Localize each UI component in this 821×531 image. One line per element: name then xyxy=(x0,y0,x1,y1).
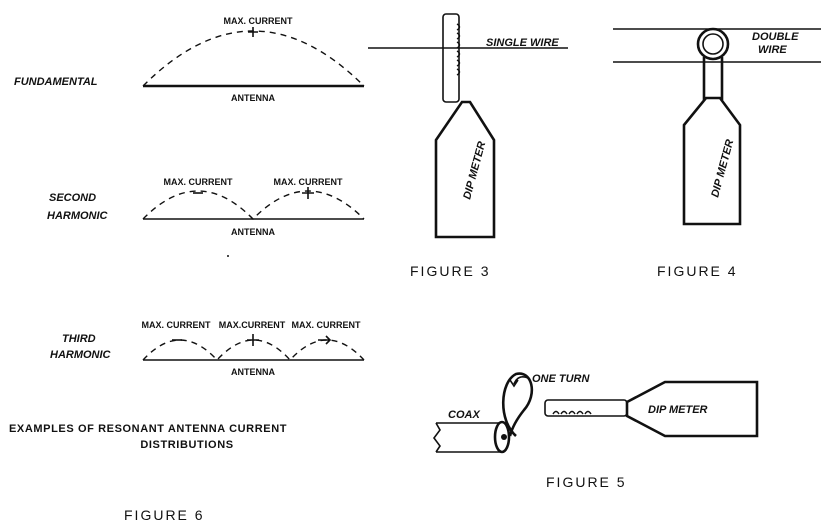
figure5-caption: FIGURE 5 xyxy=(546,474,627,490)
figure4-meter-label: DIP METER xyxy=(709,138,736,199)
figure4-caption: FIGURE 4 xyxy=(657,263,738,279)
figure3-coil-probe xyxy=(442,13,460,103)
second-max-label-2: MAX. CURRENT xyxy=(274,177,344,187)
double-wire-label-line1: DOUBLE xyxy=(752,31,799,43)
figure5-coil-turns xyxy=(552,410,592,415)
third-max-marker-2 xyxy=(247,334,259,346)
stray-dot xyxy=(227,255,229,257)
second-harmonic-diagram: MAX. CURRENT MAX. CURRENT SECOND HARMONI… xyxy=(47,177,365,257)
third-max-label-3: MAX. CURRENT xyxy=(292,320,362,330)
one-turn-loop xyxy=(502,372,534,437)
one-turn-label: ONE TURN xyxy=(532,373,591,385)
fundamental-max-label: MAX. CURRENT xyxy=(224,16,294,26)
coax-end xyxy=(493,420,511,454)
figure4-meter-body xyxy=(682,96,742,226)
second-max-marker-2 xyxy=(302,187,314,199)
second-antenna-label: ANTENNA xyxy=(231,227,275,237)
figure5-meter-label: DIP METER xyxy=(648,404,708,416)
figure3-caption: FIGURE 3 xyxy=(410,263,491,279)
figure3-coil-turns xyxy=(456,23,461,76)
second-current-curve xyxy=(142,190,365,220)
third-label-line1: THIRD xyxy=(62,333,96,345)
figure4-loop-inner xyxy=(702,33,724,55)
fundamental-label: FUNDAMENTAL xyxy=(14,76,98,88)
figure6-description-line2: DISTRIBUTIONS xyxy=(140,439,233,451)
second-label-line1: SECOND xyxy=(49,192,96,204)
figure3-meter-body xyxy=(434,100,496,239)
fundamental-current-curve xyxy=(142,30,365,87)
figure5-meter-body xyxy=(625,380,759,438)
coax-cable xyxy=(433,422,500,453)
second-label-line2: HARMONIC xyxy=(47,210,109,222)
single-wire-label: SINGLE WIRE xyxy=(486,37,559,49)
fundamental-diagram: MAX. CURRENT FUNDAMENTAL ANTENNA xyxy=(14,16,365,103)
coax-center xyxy=(501,434,507,440)
third-max-label-2: MAX.CURRENT xyxy=(219,320,286,330)
third-max-marker-3 xyxy=(318,335,332,345)
figure3-diagram: SINGLE WIRE DIP METER FIGURE 3 xyxy=(368,13,568,279)
figure6-caption: FIGURE 6 xyxy=(124,507,205,523)
third-label-line2: HARMONIC xyxy=(50,349,112,361)
double-wire-label-line2: WIRE xyxy=(758,44,787,56)
coax-label: COAX xyxy=(448,409,480,421)
figure6-description-line1: EXAMPLES OF RESONANT ANTENNA CURRENT xyxy=(9,423,287,435)
second-max-label-1: MAX. CURRENT xyxy=(164,177,234,187)
third-harmonic-diagram: MAX. CURRENT MAX.CURRENT MAX. CURRENT TH… xyxy=(50,320,365,377)
figure4-probe-stem xyxy=(702,57,724,100)
one-turn-arrow xyxy=(509,376,529,388)
figure4-loop-outer xyxy=(696,27,730,61)
fundamental-max-marker xyxy=(248,27,258,37)
third-antenna-label: ANTENNA xyxy=(231,367,275,377)
figure4-diagram: DOUBLE WIRE DIP METER FIGURE 4 xyxy=(613,27,821,279)
figure3-meter-label: DIP METER xyxy=(461,140,488,201)
figure5-diagram: ONE TURN COAX DIP METER FIGURE 5 xyxy=(433,372,759,490)
third-max-label-1: MAX. CURRENT xyxy=(142,320,212,330)
fundamental-antenna-label: ANTENNA xyxy=(231,93,275,103)
